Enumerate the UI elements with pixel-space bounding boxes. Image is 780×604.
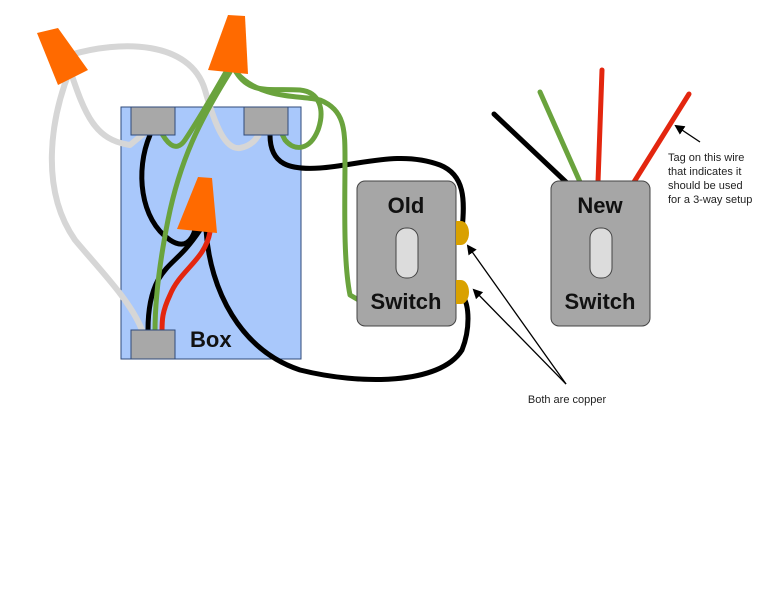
wire-nut-top-icon [208, 15, 248, 74]
old-switch-toggle[interactable] [395, 227, 419, 279]
green-wires [152, 69, 365, 335]
terminal-top-left [130, 106, 176, 136]
new-switch-black-wire [491, 111, 569, 185]
red-wire-box [159, 229, 213, 335]
wire-nut-box-icon [177, 177, 217, 233]
new-switch-red-wire [595, 67, 605, 185]
arrow-to-tag-icon [674, 124, 701, 143]
arrow-to-top-screw-icon [466, 244, 567, 385]
new-switch-toggle[interactable] [589, 227, 613, 279]
terminal-bottom [130, 329, 176, 360]
terminal-top-right [243, 106, 289, 136]
wire-nut-left-icon [37, 28, 88, 85]
white-wire-left-loop [48, 67, 145, 333]
green-wire-to-bottom-terminal [152, 69, 233, 335]
copper-screw-bottom-icon [456, 280, 469, 304]
old-switch-label-bottom: Switch [371, 289, 442, 314]
tag-annotation-line-3: should be used [668, 180, 743, 192]
new-switch-label-bottom: Switch [565, 289, 636, 314]
tag-annotation-line-4: for a 3-way setup [668, 194, 752, 206]
new-switch-tagged-red-wire [631, 91, 692, 185]
new-switch: New Switch [550, 180, 651, 327]
green-wire-to-old-switch [233, 69, 365, 305]
tag-annotation-line-2: that indicates it [668, 166, 741, 178]
white-wire-top-terminal [67, 67, 151, 148]
new-switch-label-top: New [577, 193, 623, 218]
new-switch-green-wire [537, 89, 583, 185]
copper-screw-top-icon [456, 221, 469, 245]
old-switch: Old Switch [356, 180, 469, 327]
tag-annotation-line-1: Tag on this wire [668, 152, 744, 164]
arrow-to-bottom-screw-icon [472, 288, 567, 385]
green-wire-top-left-terminal [157, 69, 229, 149]
box-label: Box [190, 327, 232, 352]
copper-annotation: Both are copper [528, 394, 607, 406]
black-wire-to-old-switch-bottom [203, 227, 471, 382]
new-switch-wires [491, 67, 692, 185]
black-wire-to-old-switch-top [267, 132, 466, 233]
old-switch-label-top: Old [388, 193, 425, 218]
